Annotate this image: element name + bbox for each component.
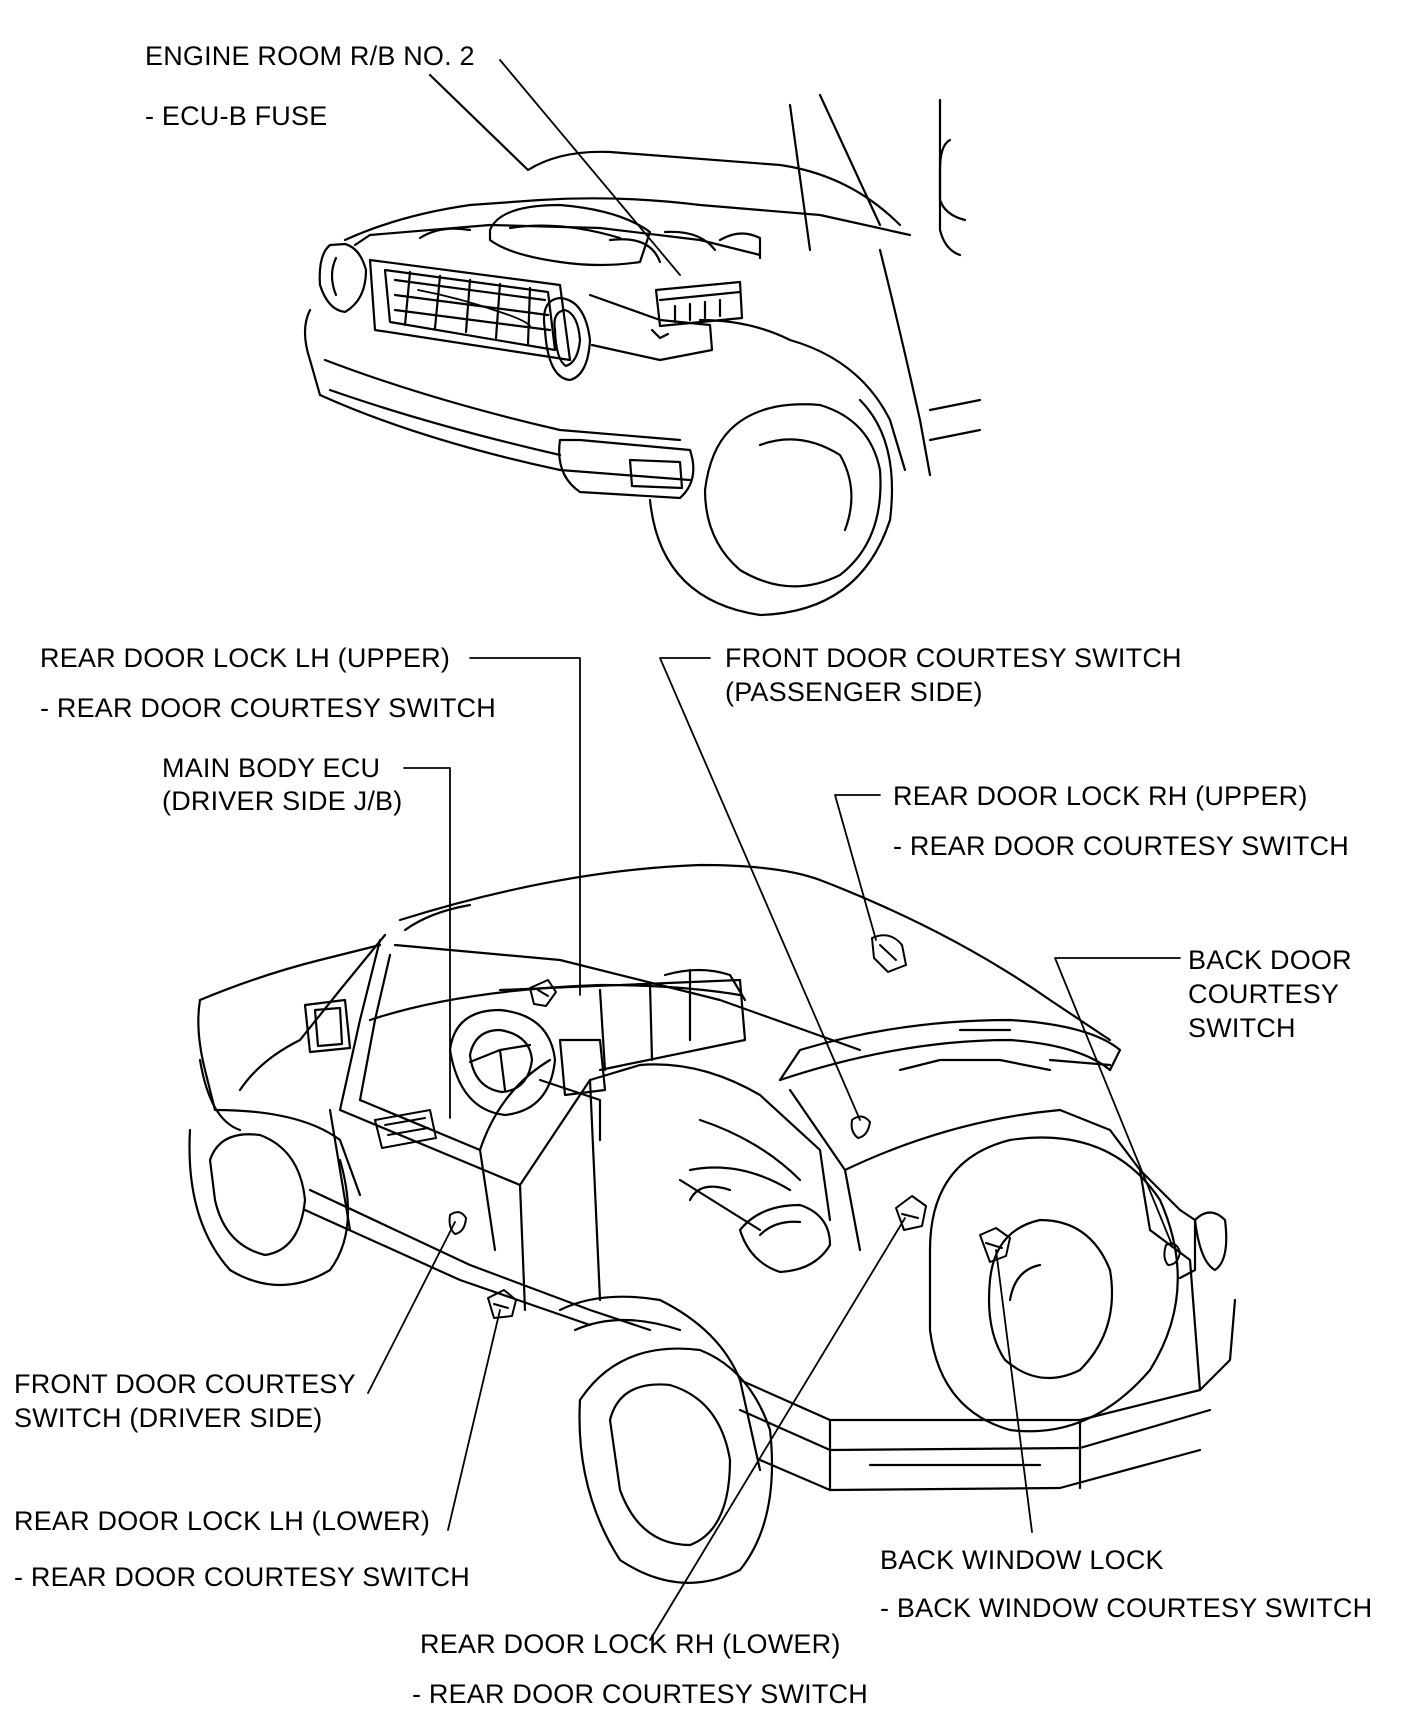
rear-vehicle-drawing	[188, 863, 1237, 1584]
label-main-body-ecu: MAIN BODY ECU	[162, 753, 381, 783]
label-rear-door-lock-rh-lower: REAR DOOR LOCK RH (LOWER)	[420, 1629, 841, 1659]
component-symbols	[374, 934, 1181, 1319]
label-rear-door-lock-lh-lower-sub: - REAR DOOR COURTESY SWITCH	[14, 1562, 470, 1592]
label-back-window-lock: BACK WINDOW LOCK	[880, 1545, 1164, 1575]
label-front-door-courtesy-driver-2: SWITCH (DRIVER SIDE)	[14, 1403, 323, 1433]
front-vehicle-drawing	[303, 73, 982, 617]
leader-lines	[367, 59, 1181, 1641]
label-main-body-ecu-sub: (DRIVER SIDE J/B)	[162, 786, 403, 816]
label-back-window-lock-sub: - BACK WINDOW COURTESY SWITCH	[880, 1593, 1373, 1623]
label-front-door-courtesy-passenger-1: FRONT DOOR COURTESY SWITCH	[725, 643, 1182, 673]
label-front-door-courtesy-driver-1: FRONT DOOR COURTESY	[14, 1369, 356, 1399]
label-engine-room-rb: ENGINE ROOM R/B NO. 2	[145, 41, 475, 71]
label-front-door-courtesy-passenger-2: (PASSENGER SIDE)	[725, 677, 983, 707]
label-rear-door-lock-lh-upper-sub: - REAR DOOR COURTESY SWITCH	[40, 693, 496, 723]
label-back-door-courtesy-1: BACK DOOR	[1188, 945, 1352, 975]
label-rear-door-lock-rh-lower-sub: - REAR DOOR COURTESY SWITCH	[412, 1679, 868, 1709]
label-back-door-courtesy-3: SWITCH	[1188, 1013, 1296, 1043]
label-ecu-b-fuse: - ECU-B FUSE	[145, 101, 328, 131]
label-rear-door-lock-rh-upper-sub: - REAR DOOR COURTESY SWITCH	[893, 831, 1349, 861]
label-rear-door-lock-rh-upper: REAR DOOR LOCK RH (UPPER)	[893, 781, 1308, 811]
label-rear-door-lock-lh-lower: REAR DOOR LOCK LH (LOWER)	[14, 1506, 431, 1536]
label-rear-door-lock-lh-upper: REAR DOOR LOCK LH (UPPER)	[40, 643, 451, 673]
label-back-door-courtesy-2: COURTESY	[1188, 979, 1340, 1009]
